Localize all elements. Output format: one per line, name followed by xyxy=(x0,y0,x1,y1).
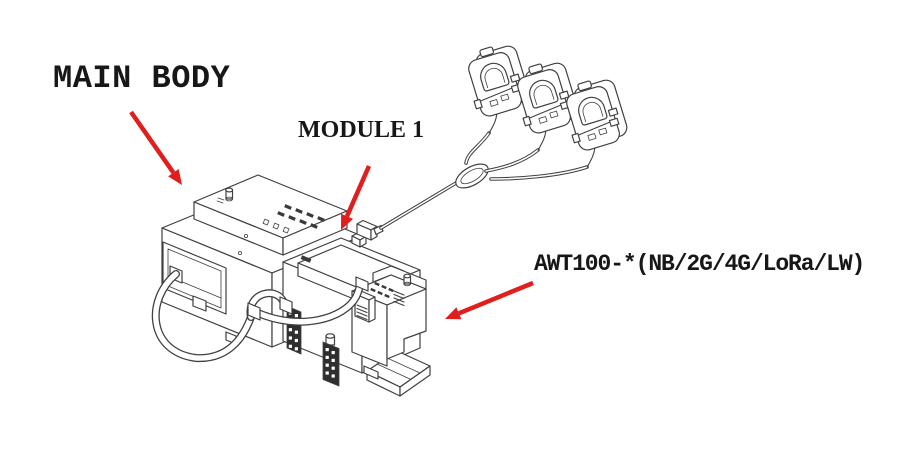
module-1-label: MODULE 1 xyxy=(298,117,424,143)
ct-splitter-drawing xyxy=(455,163,489,189)
antenna-knob-icon xyxy=(403,273,412,287)
led-indicator-marks xyxy=(262,204,325,234)
ct-cable-assembly xyxy=(356,131,589,241)
ct-clamps xyxy=(459,39,636,170)
ct-wires xyxy=(464,131,589,181)
main-body-label: MAIN BODY xyxy=(53,60,231,97)
pin-marks xyxy=(370,281,394,299)
interconnect-cables xyxy=(151,270,369,363)
cable-loop-main-to-module xyxy=(151,270,256,363)
ct-socket xyxy=(351,232,367,248)
awt100-module-drawing xyxy=(351,265,427,380)
terminal-block xyxy=(322,333,340,387)
awt100-label: AWT100-*(NB/2G/4G/LoRa/LW) xyxy=(534,251,865,277)
main-body-arrow xyxy=(129,110,182,185)
module-1-arrow xyxy=(341,165,372,230)
ct-plug-drawing xyxy=(356,219,384,241)
terminal-cover-recess xyxy=(162,241,227,315)
antenna-knob-icon xyxy=(225,187,234,202)
awt100-arrow xyxy=(445,280,534,320)
annotation-arrows xyxy=(129,110,534,320)
